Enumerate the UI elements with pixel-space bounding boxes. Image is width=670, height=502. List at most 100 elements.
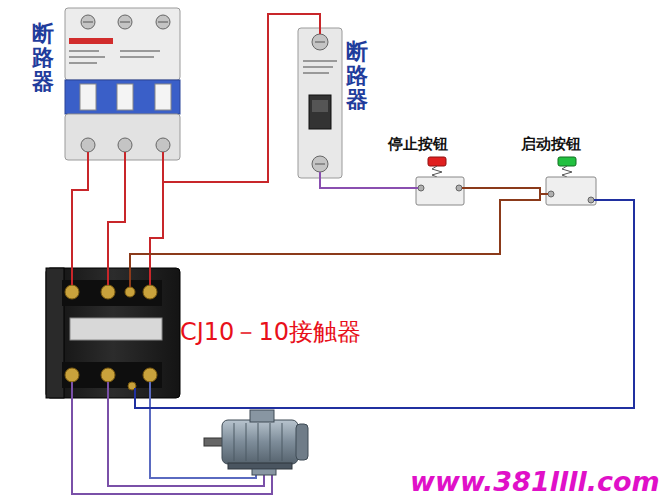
stop-button-part [462, 187, 475, 189]
three-pole-breaker-part [118, 15, 132, 29]
three-pole-breaker-part [65, 80, 180, 114]
contactor-body-part [143, 368, 157, 382]
single-pole-breaker-part [319, 28, 321, 34]
motor-symbol-part [252, 469, 276, 475]
three-pole-breaker-part [69, 56, 105, 58]
start-button [515, 157, 610, 205]
motor-symbol-part [246, 423, 247, 461]
stop-button: 停止按钮 [385, 134, 475, 210]
three-pole-breaker-part [124, 152, 126, 160]
contactor-body-part [107, 268, 109, 285]
start-button-part [546, 177, 596, 205]
contactor-body-part [71, 268, 73, 285]
single-pole-breaker-part [303, 66, 333, 68]
stop-button-part [456, 185, 462, 191]
three-pole-breaker-part [156, 15, 170, 29]
device-label: 停止按钮 [388, 135, 448, 154]
contactor-body-part [129, 268, 131, 287]
contactor-body-part [46, 268, 180, 398]
stop-button-part [432, 166, 442, 177]
three-pole-breaker-part [65, 8, 180, 80]
contactor-body-part [149, 268, 151, 285]
stop-button-part [416, 177, 464, 205]
wire [163, 14, 320, 182]
single-pole-breaker-part [309, 95, 331, 129]
wire [150, 160, 163, 268]
contactor-body-part [70, 318, 162, 340]
three-pole-breaker-part [80, 84, 96, 110]
single-pole-breaker-part [303, 60, 337, 62]
three-pole-breaker-part [69, 62, 97, 64]
single-pole-breaker-part [315, 42, 325, 43]
three-pole-breaker-part [162, 152, 164, 160]
single-pole-breaker-part [319, 172, 321, 178]
contactor-body-part [143, 285, 157, 299]
contactor: CJ10－10接触器 [46, 268, 416, 396]
contactor-body [46, 268, 180, 398]
three-pole-breaker-part [158, 22, 168, 23]
single-pole-breaker-part [303, 72, 329, 74]
three-pole-breaker-part [87, 152, 89, 160]
three-pole-breaker-part [155, 84, 171, 110]
stop-button-part [418, 185, 424, 191]
three-pole-breaker-part [65, 114, 180, 160]
three-pole-breaker-part [156, 138, 170, 152]
contactor-body-part [101, 368, 115, 382]
circuit-breaker: 断路器 [28, 8, 183, 160]
motor-symbol-part [228, 463, 292, 469]
stop-button [385, 157, 475, 205]
start-button-part [562, 166, 572, 177]
wire [135, 200, 634, 408]
wire [108, 160, 125, 268]
three-pole-breaker-part [69, 38, 113, 44]
three-pole-breaker-part [69, 50, 99, 52]
start-button-part [588, 197, 594, 203]
motor-symbol-part [222, 420, 298, 464]
wire [475, 187, 515, 189]
three-pole-breaker-part [117, 84, 133, 110]
contactor-body-part [101, 285, 115, 299]
motor-symbol-part [204, 438, 224, 446]
device-label: 启动按钮 [521, 135, 581, 154]
motor-symbol-part [234, 423, 235, 461]
three-pole-breaker-part [81, 138, 95, 152]
start-button-part [515, 188, 548, 194]
start-button: 启动按钮 [515, 134, 610, 210]
three-pole-breaker-part [81, 15, 95, 29]
three-pole-breaker-part [120, 56, 154, 58]
stop-button-part [428, 157, 446, 166]
three-pole-breaker-part [120, 22, 130, 23]
wire [130, 200, 515, 268]
single-pole-breaker [298, 28, 342, 178]
device-label: 断路器 [32, 22, 54, 95]
single-pole-breaker-part [312, 156, 328, 172]
three-pole-breaker-part [118, 138, 132, 152]
motor-symbol-part [282, 423, 283, 461]
wire [320, 178, 385, 188]
single-pole-breaker-part [298, 28, 342, 178]
three-pole-breaker-part [120, 50, 160, 52]
three-pole-breaker [65, 8, 180, 160]
contactor-body-part [65, 368, 79, 382]
single-pole-breaker-part [315, 164, 325, 165]
contactor-body-part [62, 362, 162, 388]
circuit-breaker: 断路器 [296, 28, 378, 178]
motor-symbol-part [270, 423, 271, 461]
single-pole-breaker-part [312, 34, 328, 50]
motor-symbol-part [258, 423, 259, 461]
watermark: www.381llll.com [410, 466, 660, 497]
single-pole-breaker-part [312, 100, 328, 112]
start-button-part [594, 199, 610, 201]
device-label: CJ10－10接触器 [180, 316, 361, 348]
motor-symbol-part [296, 424, 308, 460]
start-button-part [548, 191, 554, 197]
contactor-body-part [125, 287, 135, 297]
three-pole-breaker-part [83, 22, 93, 23]
motor-symbol-part [250, 410, 274, 422]
contactor-body-part [65, 285, 79, 299]
device-label: 断路器 [346, 40, 368, 113]
contactor-body-part [46, 268, 64, 398]
start-button-part [515, 194, 540, 200]
